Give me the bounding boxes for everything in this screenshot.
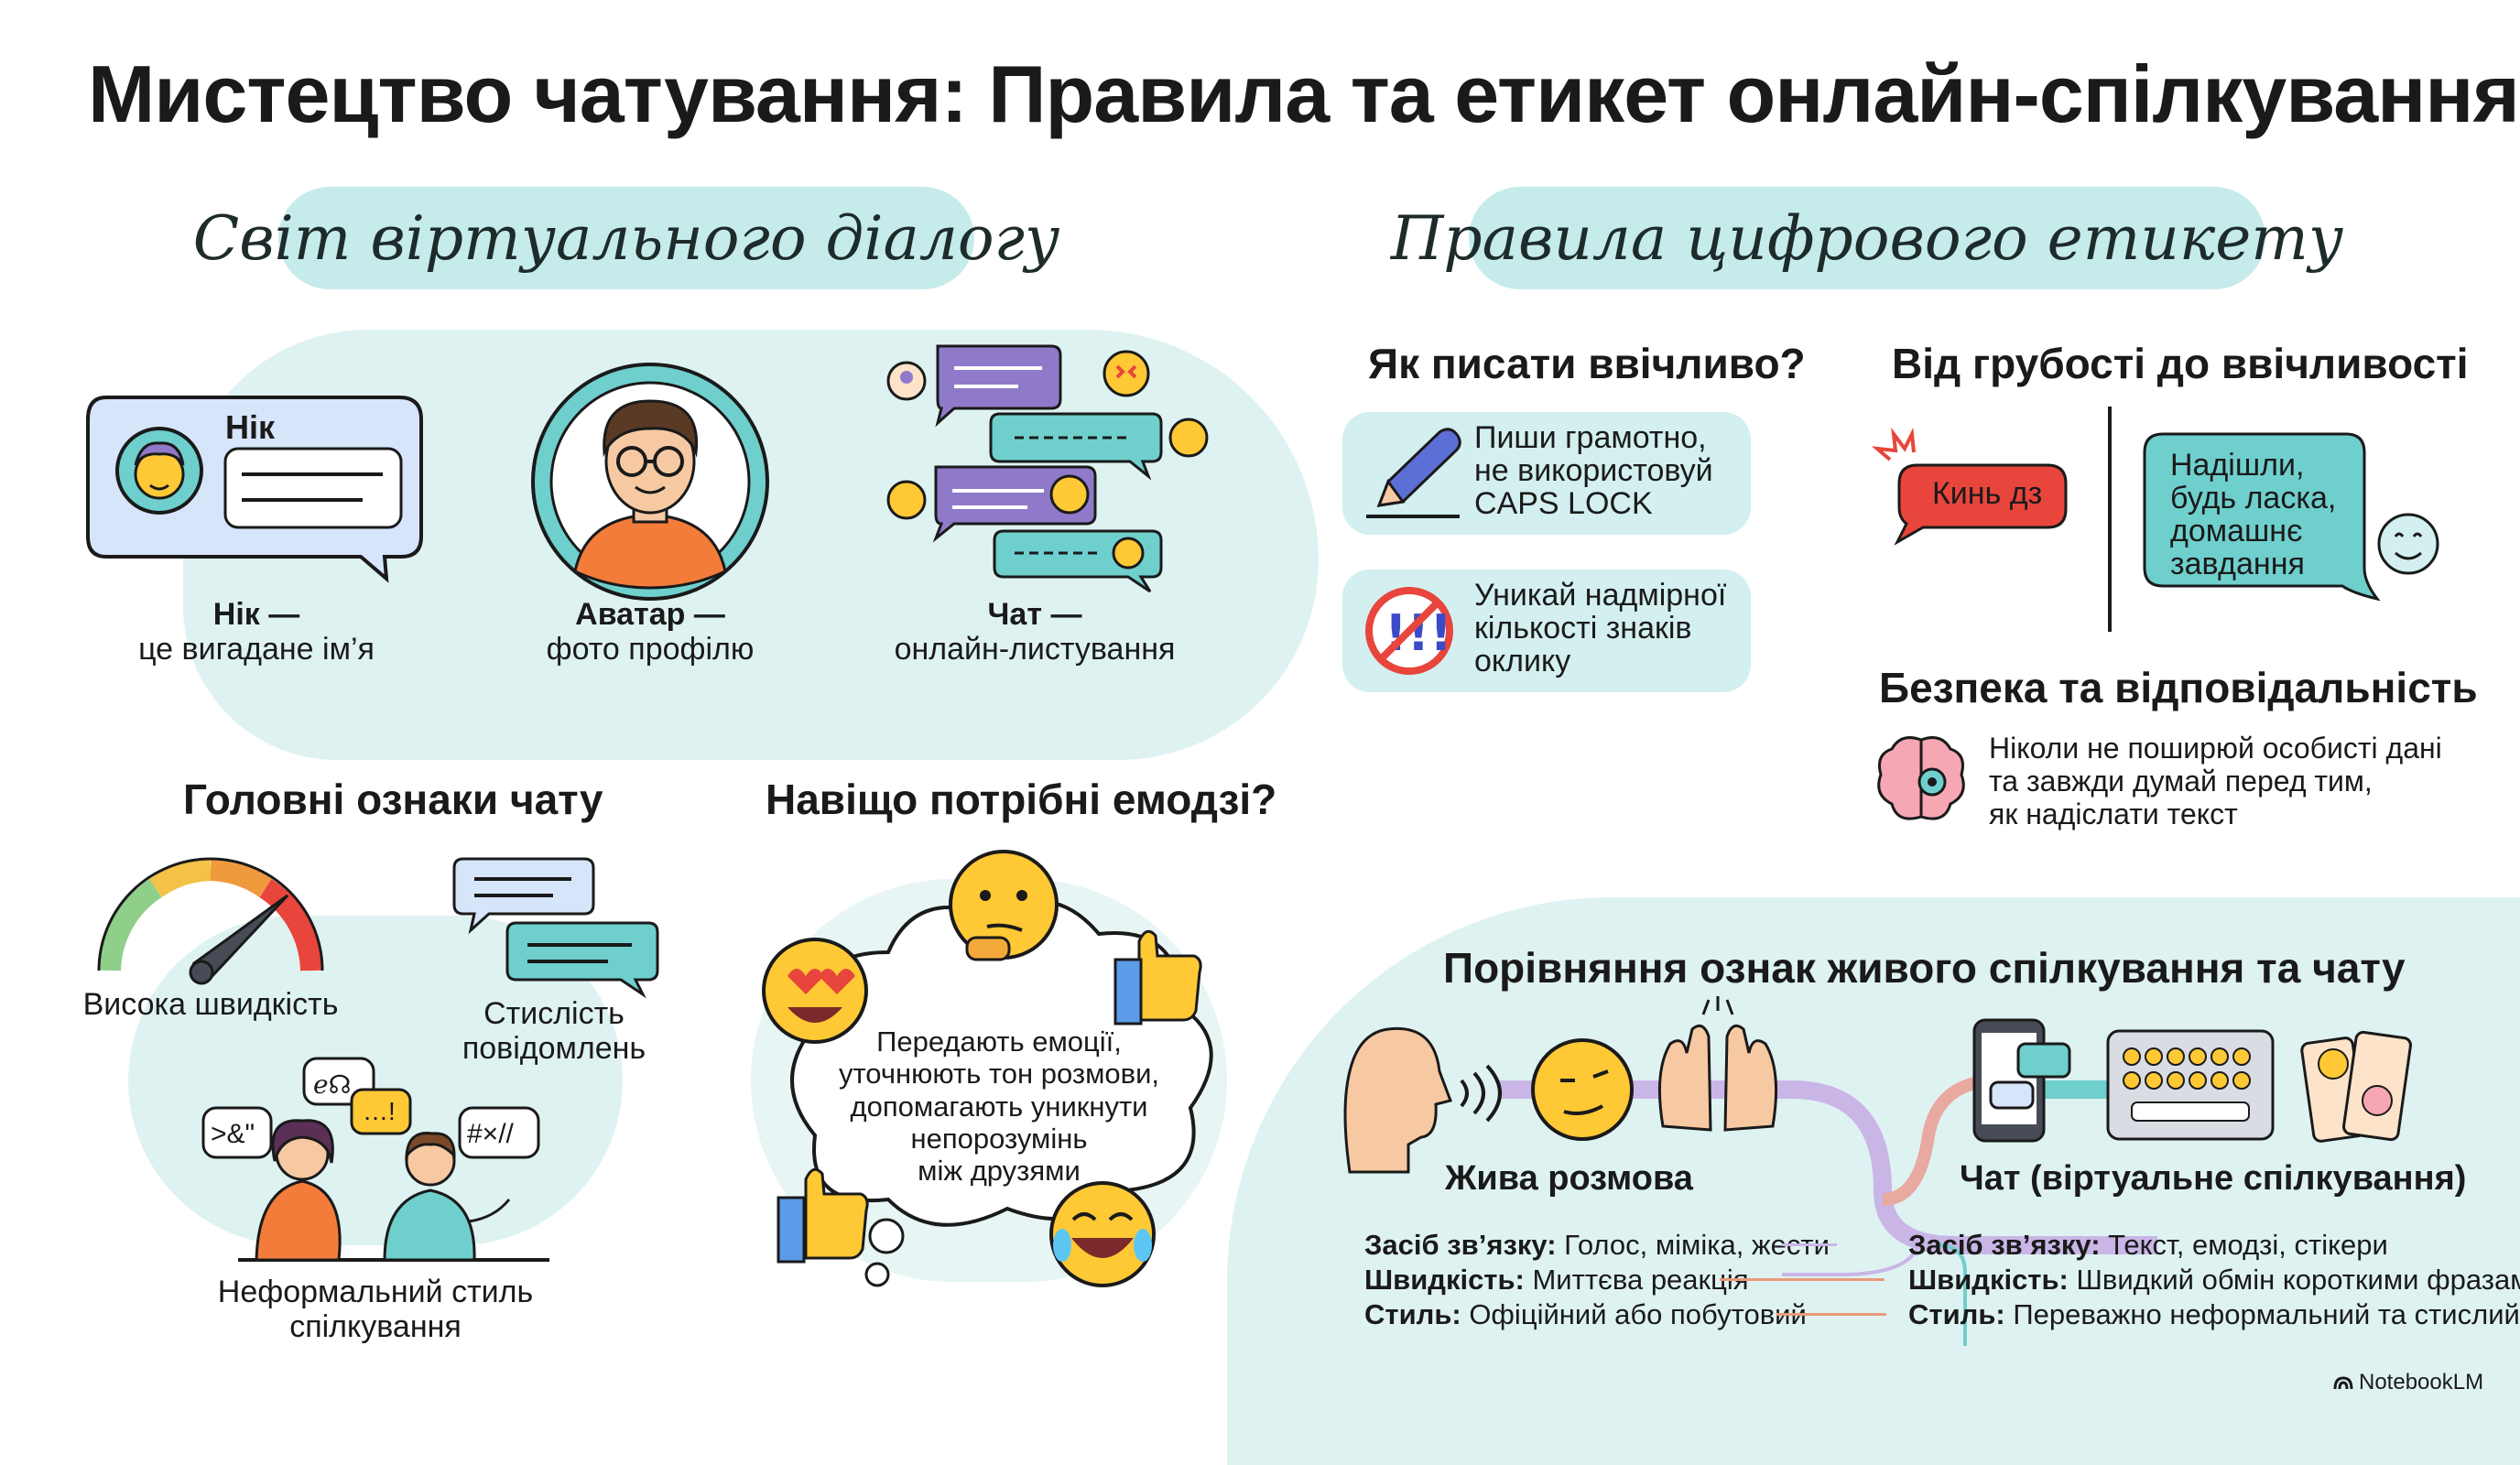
page-title: Мистецтво чатування: Правила та етикет о… <box>88 49 2520 139</box>
chat-row-medium: Засіб зв’язку: Текст, емодзі, стікери <box>1908 1229 2388 1261</box>
symbol-bubble-1: >&" <box>211 1119 255 1149</box>
safety-heading: Безпека та відповідальність <box>1879 664 2478 711</box>
brevity-line2: повідомлень <box>462 1031 646 1067</box>
polite-line-4: завдання <box>2170 547 2305 582</box>
exclamation-line-3: оклику <box>1474 644 1571 679</box>
safety-line-2: та завжди думай перед тим, <box>1989 764 2373 798</box>
comparison-flow-illustration <box>1343 996 2412 1346</box>
emoji-line-2: уточнюють тон розмови, <box>838 1058 1160 1091</box>
short-messages-icon <box>452 857 659 999</box>
polite-request-text: Надішли, будь ласка, домашнє завдання <box>2170 449 2336 581</box>
brain-gear-icon <box>1877 736 1965 820</box>
grammar-line-1: Пиши грамотно, <box>1474 420 1707 455</box>
nick-desc: це вигадане ім’я <box>138 632 375 667</box>
safety-text: Ніколи не поширюй особисті дані та завжд… <box>1989 732 2442 830</box>
live-conversation-label: Жива розмова <box>1445 1159 1693 1198</box>
rude-bubble <box>1871 427 2068 546</box>
comparison-heading: Порівняння ознак живого спілкування та ч… <box>1443 944 2406 992</box>
live-row-connector-2 <box>1720 1278 1885 1281</box>
emoji-line-4: непорозумінь <box>910 1122 1088 1155</box>
polite-heading: Як писати ввічливо? <box>1368 340 1806 387</box>
emoji-purpose-text: Передають емоції, уточнюють тон розмови,… <box>830 1026 1168 1188</box>
emoji-line-1: Передають емоції, <box>876 1026 1122 1058</box>
symbol-bubble-4: #×// <box>467 1119 514 1149</box>
grammar-line-2: не використовуй <box>1474 453 1713 489</box>
informal-caption: Неформальний стиль спілкування <box>192 1275 559 1344</box>
rude-to-polite-heading: Від грубості до ввічливості <box>1892 340 2469 387</box>
chat-term: Чат — <box>987 597 1082 632</box>
live-row-connector-3 <box>1776 1313 1886 1316</box>
informal-line1: Неформальний стиль <box>217 1275 534 1309</box>
live-row-connector-1 <box>1782 1243 1837 1246</box>
pen-icon <box>1366 428 1461 518</box>
brevity-line1: Стислість <box>483 996 625 1031</box>
informal-line2: спілкування <box>289 1309 462 1345</box>
chat-virtual-label: Чат (віртуальне спілкування) <box>1960 1159 2467 1198</box>
symbol-bubble-3: …! <box>363 1097 396 1125</box>
informal-chat-illustration <box>201 1057 549 1262</box>
avatar-illustration <box>531 363 769 601</box>
exclamation-line-2: кількості знаків <box>1474 611 1692 646</box>
live-row-speed: Швидкість: Миттєва реакція <box>1364 1264 1749 1296</box>
no-exclamation-icon: !!! <box>1365 587 1453 675</box>
live-row-style: Стиль: Офіційний або побутовий <box>1364 1298 1807 1330</box>
safety-line-3: як надіслати текст <box>1989 797 2238 830</box>
nick-bubble-illustration <box>86 396 423 583</box>
nick-bubble-label: Нік <box>225 408 276 446</box>
polite-line-1: Надішли, <box>2170 448 2305 483</box>
polite-bubble <box>2143 432 2439 602</box>
brand-name: NotebookLM <box>2359 1370 2484 1394</box>
polite-line-2: будь ласка, <box>2170 481 2337 516</box>
polite-card-grammar-text: Пиши грамотно, не використовуй CAPS LOCK <box>1474 421 1713 520</box>
polite-line-3: домашнє <box>2170 514 2303 549</box>
rude-polite-divider <box>2108 407 2112 632</box>
left-section-pill: Світ віртуального діалогу <box>193 187 1059 289</box>
emoji-thought-cloud <box>762 850 1213 1287</box>
avatar-desc: фото профілю <box>546 632 755 667</box>
rude-text: Кинь дз <box>1932 476 2043 511</box>
safety-line-1: Ніколи не поширюй особисті дані <box>1989 732 2442 765</box>
avatar-term: Аватар — <box>575 597 725 632</box>
chat-caption: Чат — онлайн-листування <box>879 597 1190 667</box>
speedometer-icon <box>97 857 324 985</box>
chat-row-style: Стиль: Переважно неформальний та стислий <box>1908 1298 2520 1330</box>
chat-desc: онлайн-листування <box>894 632 1176 667</box>
svg-text:!!!: !!! <box>1385 604 1452 662</box>
avatar-caption: Аватар — фото профілю <box>513 597 788 667</box>
chat-row-speed: Швидкість: Швидкий обмін короткими фраза… <box>1908 1264 2520 1296</box>
symbol-bubble-2: ℯ☊ <box>313 1070 352 1099</box>
brevity-caption: Стислість повідомлень <box>449 996 659 1066</box>
brand-logo: NotebookLM <box>2333 1370 2483 1395</box>
nick-caption: Нік — це вигадане ім’я <box>110 597 403 667</box>
live-row-medium: Засіб зв’язку: Голос, міміка, жести <box>1364 1229 1830 1261</box>
chat-illustration <box>886 344 1209 593</box>
emoji-line-3: допомагають уникнути <box>850 1090 1148 1123</box>
grammar-line-3: CAPS LOCK <box>1474 486 1653 522</box>
exclamation-line-1: Уникай надмірної <box>1474 578 1727 613</box>
polite-card-exclamation-text: Уникай надмірної кількості знаків оклику <box>1474 579 1726 678</box>
chat-features-heading: Головні ознаки чату <box>183 776 603 823</box>
notebooklm-icon <box>2333 1376 2353 1390</box>
right-section-pill: Правила цифрового етикету <box>1391 187 2343 289</box>
emoji-heading: Навіщо потрібні емодзі? <box>766 776 1277 823</box>
nick-term: Нік — <box>212 597 300 632</box>
speed-label: Висока швидкість <box>82 987 339 1022</box>
emoji-line-5: між друзями <box>918 1155 1081 1188</box>
